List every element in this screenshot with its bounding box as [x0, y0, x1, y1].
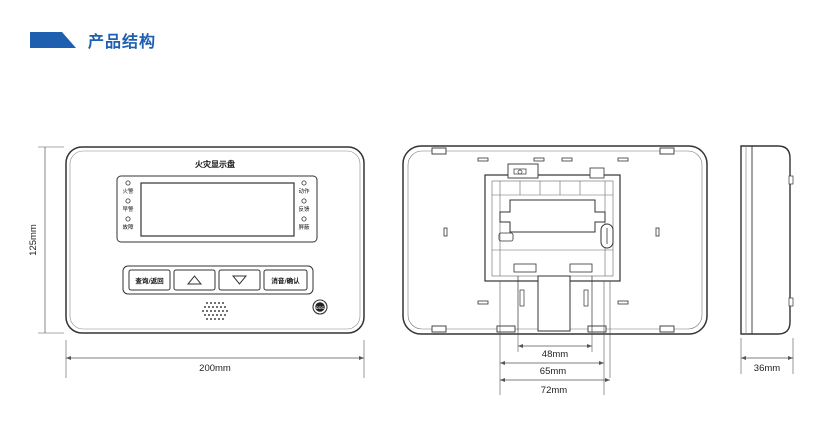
fault-led-icon — [125, 216, 131, 222]
bracket-inner-dimension-label: 48mm — [542, 349, 568, 360]
action-led-icon — [301, 180, 307, 186]
header-marker-icon — [30, 32, 76, 48]
indicator-label: 早警 — [122, 205, 134, 213]
silence-confirm-button: 消音/确认 — [263, 269, 308, 291]
query-return-button: 查询/返回 — [128, 269, 171, 291]
ccc-certification-logo-icon: CCC — [312, 299, 328, 315]
height-dimension-label: 125mm — [28, 224, 39, 256]
panel-title: 火灾显示盘 — [195, 159, 235, 169]
right-indicators: 动作 反馈 屏蔽 — [298, 180, 310, 231]
early-alarm-led-icon — [125, 198, 131, 204]
depth-dimension-label: 36mm — [754, 363, 780, 374]
section-title: 产品结构 — [88, 32, 157, 51]
feedback-led-icon — [301, 198, 307, 204]
bracket-dimensions: 48mm 65mm 72mm — [499, 281, 611, 396]
lcd-screen — [140, 182, 295, 237]
side-view — [740, 145, 794, 335]
indicator-label: 动作 — [298, 187, 310, 195]
triangle-down-icon — [231, 275, 248, 285]
silence-button-label: 消音/确认 — [271, 276, 300, 285]
bracket-mid-dimension-label: 65mm — [540, 366, 566, 377]
front-view: 火灾显示盘 火警 早警 故障 动作 反馈 屏蔽 查询/返回 — [65, 146, 365, 334]
rear-view — [402, 145, 708, 335]
left-indicators: 火警 早警 故障 — [122, 180, 134, 231]
bracket-outer-dimension-label: 72mm — [541, 385, 567, 396]
indicator-label: 屏蔽 — [298, 223, 310, 231]
fire-alarm-led-icon — [125, 180, 131, 186]
up-button — [173, 269, 216, 291]
speaker-grille-icon — [202, 302, 228, 320]
query-button-label: 查询/返回 — [135, 276, 164, 285]
section-header: 产品结构 — [30, 27, 156, 53]
depth-dimension: 36mm — [740, 338, 794, 374]
indicator-label: 反馈 — [298, 205, 310, 213]
down-button — [218, 269, 261, 291]
indicator-label: 故障 — [122, 223, 134, 231]
ccc-logo-text: CCC — [316, 305, 325, 310]
shield-led-icon — [301, 216, 307, 222]
front-dimensions: 125mm 200mm — [28, 146, 365, 378]
width-dimension-label: 200mm — [199, 363, 231, 374]
indicator-label: 火警 — [122, 187, 134, 195]
triangle-up-icon — [186, 275, 203, 285]
